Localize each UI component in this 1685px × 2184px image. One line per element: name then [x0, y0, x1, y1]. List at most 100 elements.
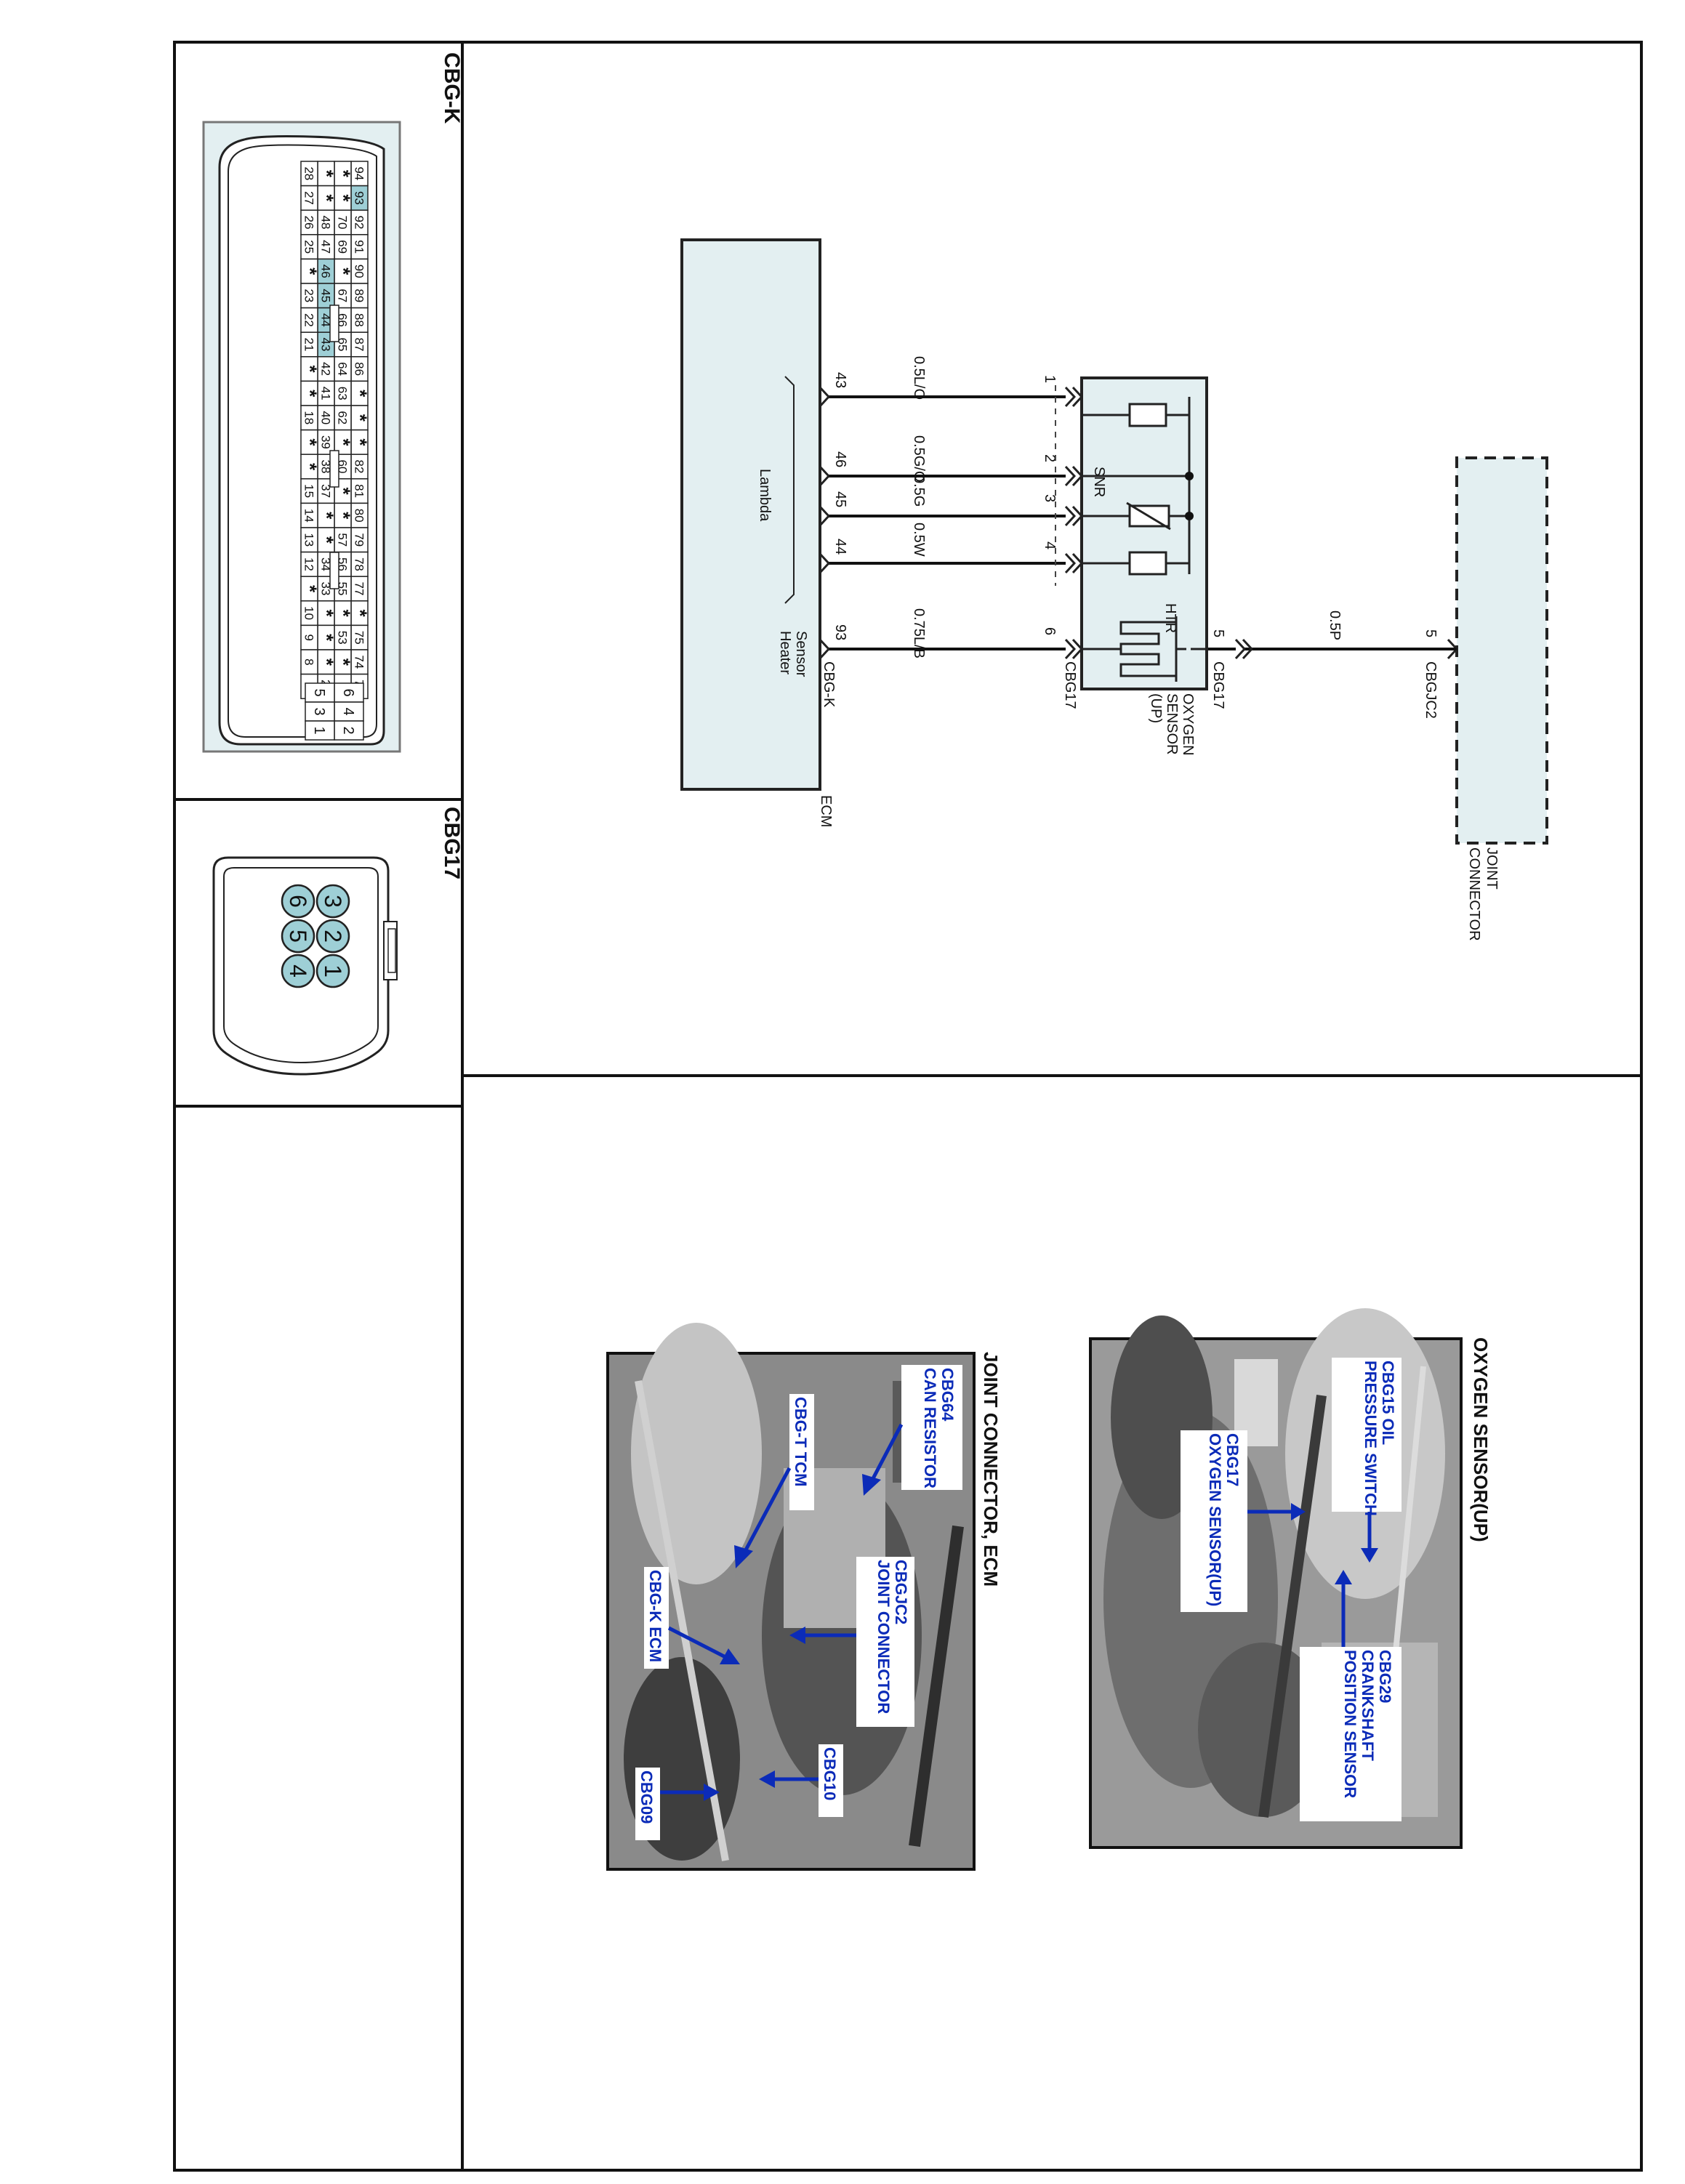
cbg-k-pin-label: 42	[319, 362, 333, 376]
sensor-pin-number: 2	[1042, 454, 1058, 462]
cbg-k-pin-label: 74	[353, 655, 366, 669]
ecm-pin-number: 93	[832, 624, 848, 640]
cbg-k-aux-pin-label: 2	[340, 726, 356, 734]
ecm-pin-chevron	[819, 386, 831, 408]
page-frame	[173, 41, 1643, 2172]
cbg-k-pin-label: 33	[319, 582, 333, 596]
photo2-label-cbg10: CBG10	[821, 1747, 839, 1800]
sensor-pin-number: 1	[1042, 375, 1058, 383]
sensor-pin-chevron	[1071, 386, 1084, 408]
cbg-k-pin-label: 48	[319, 216, 333, 230]
cbg-k-pin-label: *	[333, 658, 355, 666]
cbg-k-pin-label: 57	[336, 533, 350, 547]
photo-panels: OXYGEN SENSOR(UP) CBG15 OIL PRESSURE SWI…	[606, 1308, 1492, 1871]
cbg-k-pin-label: 77	[353, 582, 366, 596]
joint-conn-label: CBGJC2	[1423, 661, 1439, 719]
cbg-k-pin-label: *	[333, 512, 355, 520]
cbg-k-pin-label: *	[333, 610, 355, 618]
cbg-k-pin-label: 91	[353, 240, 366, 254]
cbg-k-pin-label: 64	[336, 362, 350, 376]
cbg-k-pin-label: 26	[302, 216, 316, 230]
cbg17-pin-label: 3	[320, 895, 346, 908]
htr-label: HTR	[1162, 603, 1178, 633]
photo1-label-crank-3: POSITION SENSOR	[1341, 1650, 1359, 1798]
joint-connector-label-2: CONNECTOR	[1466, 847, 1482, 941]
cbg-k-key-notch	[329, 552, 339, 589]
sensor-conn-label: CBG17	[1062, 661, 1078, 709]
cbg17-pin	[281, 884, 315, 919]
cbg-k-pin-label: *	[316, 634, 338, 642]
photo2-arrow-can	[869, 1423, 904, 1484]
cbg-k-pin-label: *	[350, 414, 371, 422]
cbg-k-pin-label: *	[316, 658, 338, 666]
cbg-k-pin-label: 67	[336, 289, 350, 302]
sensor-pin-chevron	[1071, 552, 1084, 574]
cbg-k-pin-label: 53	[336, 631, 350, 645]
cbg-k-pin-label: 88	[353, 313, 366, 327]
cbg-k-pin-label: 69	[336, 240, 350, 254]
cbg-k-aux-pin-label: 1	[311, 726, 327, 734]
cbg-k-pin-label: 89	[353, 289, 366, 302]
cbg-k-pin-label: *	[350, 438, 371, 446]
sensor-pin-number: 3	[1042, 494, 1058, 502]
cbg-k-pin-label: *	[333, 267, 355, 275]
cbg-k-pin-label: *	[316, 170, 338, 178]
cbg-k-pin-label: *	[299, 366, 321, 374]
oxygen-sensor-label-1: OXYGEN	[1180, 693, 1196, 756]
lambda-label: Lambda	[757, 469, 773, 522]
cbg-k-pin-label: 15	[302, 484, 316, 498]
ecm-pin-chevron	[819, 465, 831, 487]
photo2-label-tcm: CBG-T TCM	[792, 1397, 810, 1486]
cbg-k-pin-label: 18	[302, 411, 316, 424]
joint-connector-label-1: JOINT	[1484, 847, 1500, 890]
cbg17-pin	[281, 919, 315, 954]
cbg-k-pin-label: 46	[319, 265, 333, 278]
cbg17-pin	[315, 919, 350, 954]
photo1-title: OXYGEN SENSOR(UP)	[1470, 1337, 1492, 1542]
cbg-k-pin-label: 9	[302, 634, 316, 640]
oxygen-sensor-label-2: SENSOR	[1164, 693, 1180, 754]
cbg-k-pin-label: 92	[353, 216, 366, 230]
cbg-k-pin-label: 63	[336, 387, 350, 400]
cbg-k-pin-label: 82	[353, 460, 366, 474]
ecm-pin-number: 46	[832, 451, 848, 467]
cbg17-title: CBG17	[440, 807, 464, 879]
cbg-k-pin-label: *	[333, 438, 355, 446]
cbg-k-pin-label: 41	[319, 387, 333, 400]
cbg-k-pin-label: 81	[353, 484, 366, 498]
cbg-k-pin-label: *	[299, 463, 321, 471]
photo1-label-oil-1: CBG15 OIL	[1379, 1361, 1397, 1445]
cbg-k-pin-label: *	[316, 536, 338, 544]
joint-pin-number: 5	[1423, 629, 1439, 637]
photo2-label-ecm: CBG-K ECM	[646, 1570, 664, 1662]
cbg-k-pin-label: 23	[302, 289, 316, 302]
cbg17-pin-label: 1	[320, 964, 346, 978]
ecm-label: ECM	[818, 795, 834, 827]
ecm-pin-chevron	[819, 638, 831, 660]
wire-color-label: 0.5G/O	[911, 435, 927, 482]
cbg-k-aux-pin-label: 3	[311, 707, 327, 715]
htr-pin-marker	[1234, 638, 1247, 660]
cbg-k-pin-label: 47	[319, 240, 333, 254]
heater-group-label-2: Heater	[777, 631, 793, 674]
cbg-k-pin-label: 39	[319, 435, 333, 449]
ecm-pin-number: 44	[832, 539, 848, 555]
cbg-k-pin-label: 12	[302, 557, 316, 571]
ecm-conn-label: CBG-K	[821, 661, 837, 708]
cbg-k-pin-label: *	[350, 390, 371, 398]
cbg-k-pin-label: *	[333, 170, 355, 178]
photo2-label-cbg09: CBG09	[638, 1770, 656, 1824]
ecm-box	[680, 238, 821, 791]
snr-label: SNR	[1091, 467, 1107, 497]
cbg-k-pin-label: 44	[319, 313, 333, 327]
cbg-k-pin-label: 93	[353, 191, 366, 205]
htr-pin-number: 5	[1210, 629, 1226, 637]
heater-group-label-1: Sensor	[793, 631, 809, 677]
cbg-k-key-notch	[329, 450, 339, 488]
signal-wires: 10.5L/O43VN20.5G/O46VRC30.5G45VIP40.5W44…	[800, 356, 1121, 660]
photo2-label-can-2: CAN RESISTOR	[921, 1368, 939, 1488]
